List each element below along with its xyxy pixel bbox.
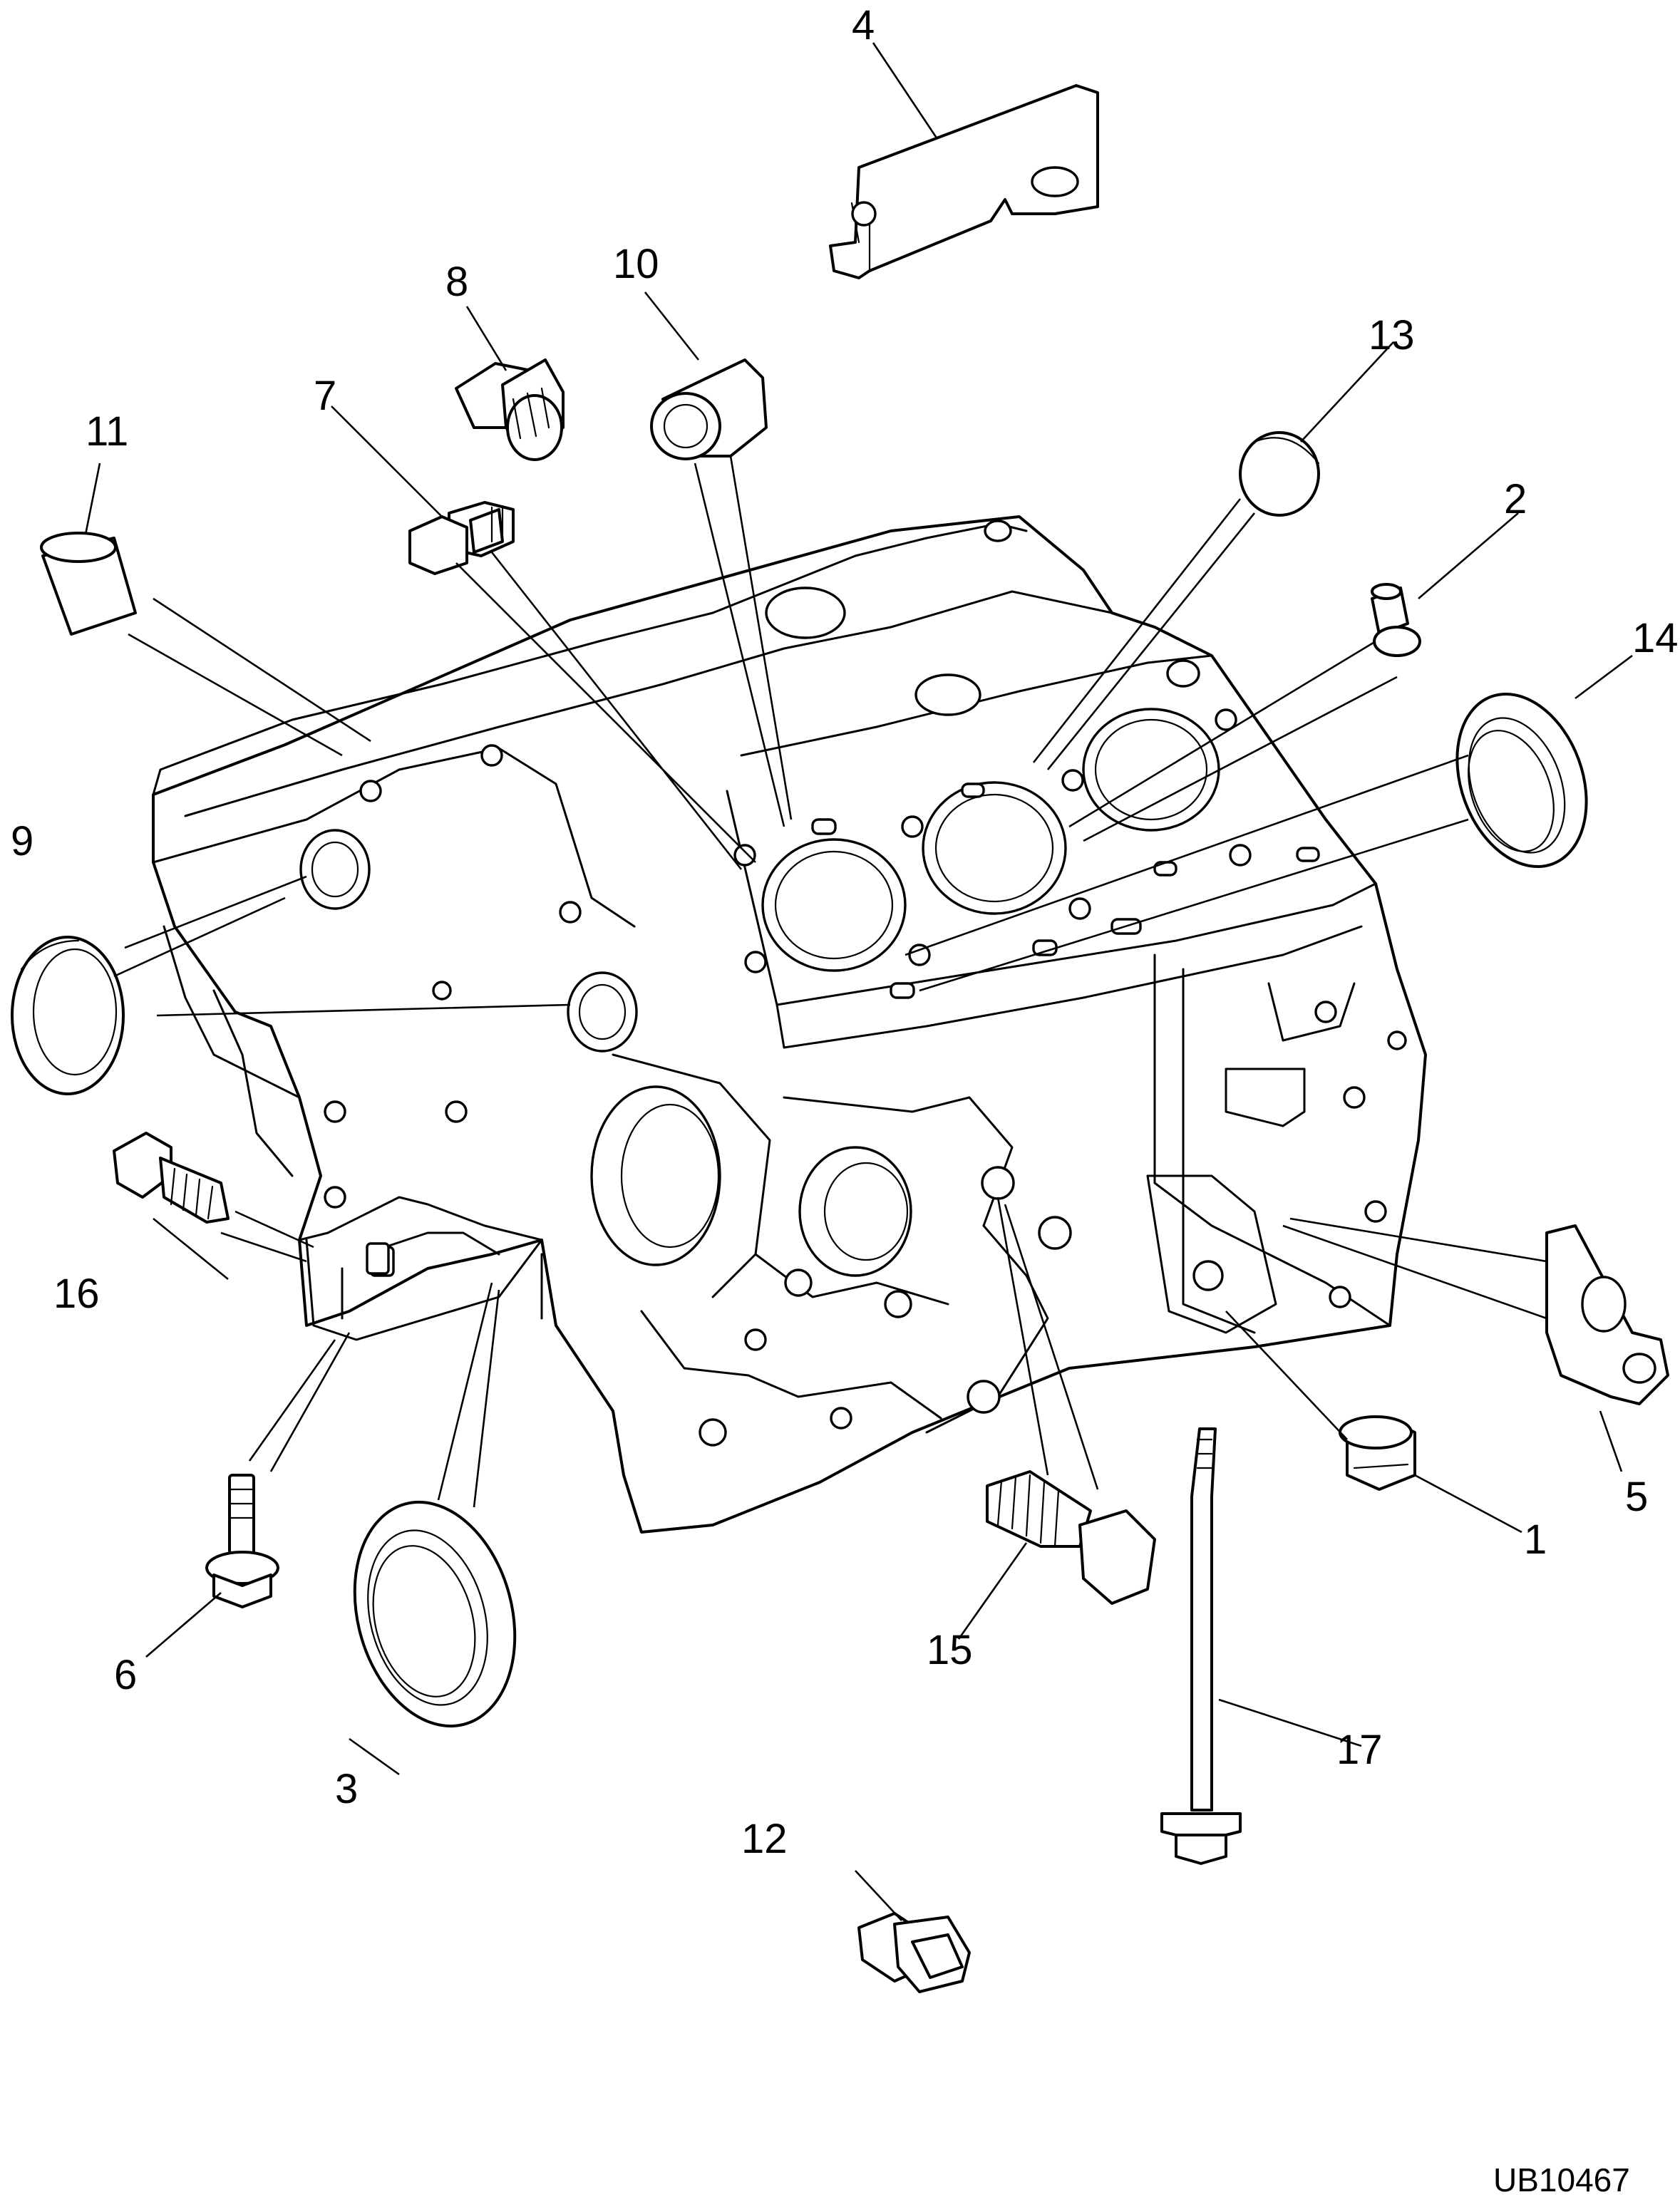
part-7-bolt <box>408 501 515 575</box>
part-6-stud-bolt <box>205 1474 279 1608</box>
callout-1: 1 <box>1524 1516 1547 1563</box>
callout-8: 8 <box>445 259 468 305</box>
callout-10: 10 <box>613 241 659 287</box>
callout-7: 7 <box>314 373 336 419</box>
part-9-seal-ring <box>11 936 125 1095</box>
cylinder-bore <box>1082 708 1220 832</box>
callouts: 1 2 3 4 5 6 7 8 9 10 11 12 13 14 15 16 1… <box>11 2 1679 2198</box>
cylinder-bore <box>761 838 907 972</box>
callout-11: 11 <box>86 408 128 455</box>
leader-lines <box>84 42 1633 1921</box>
callout-15: 15 <box>927 1627 973 1673</box>
engine-block <box>152 515 1427 1534</box>
cylinder-bore <box>922 781 1067 915</box>
part-4-guide-plate <box>829 84 1099 279</box>
part-14-rear-seal <box>1455 692 1588 869</box>
part-5-bracket <box>1545 1224 1669 1405</box>
callout-4: 4 <box>852 2 875 48</box>
camshaft-bore <box>299 829 371 910</box>
part-15-bolt <box>986 1470 1156 1605</box>
part-3-front-seal <box>353 1500 517 1728</box>
part-13-core-plug <box>1239 431 1320 517</box>
part-10-dowel-sleeve <box>650 358 768 460</box>
callout-17: 17 <box>1336 1727 1383 1773</box>
callout-14: 14 <box>1632 615 1679 661</box>
part-11-sleeve <box>40 532 137 636</box>
reference-code: UB10467 <box>1493 2161 1630 2198</box>
callout-3: 3 <box>335 1766 358 1812</box>
main-bearing-bore <box>590 1085 721 1266</box>
callout-6: 6 <box>114 1652 137 1698</box>
part-17-long-bolt <box>1160 1427 1242 1865</box>
camshaft-bore <box>567 971 638 1053</box>
part-16-bolt <box>113 1132 230 1224</box>
part-8-threaded-plug <box>455 358 565 461</box>
callout-13: 13 <box>1369 312 1415 358</box>
callout-2: 2 <box>1504 476 1527 522</box>
callout-9: 9 <box>11 818 34 864</box>
part-1-plug <box>1339 1415 1416 1491</box>
callout-12: 12 <box>741 1816 788 1862</box>
part-12-bolt <box>857 1912 971 1993</box>
part-2-dowel-pin <box>1371 583 1421 657</box>
callout-5: 5 <box>1625 1474 1648 1520</box>
callout-16: 16 <box>53 1271 100 1317</box>
